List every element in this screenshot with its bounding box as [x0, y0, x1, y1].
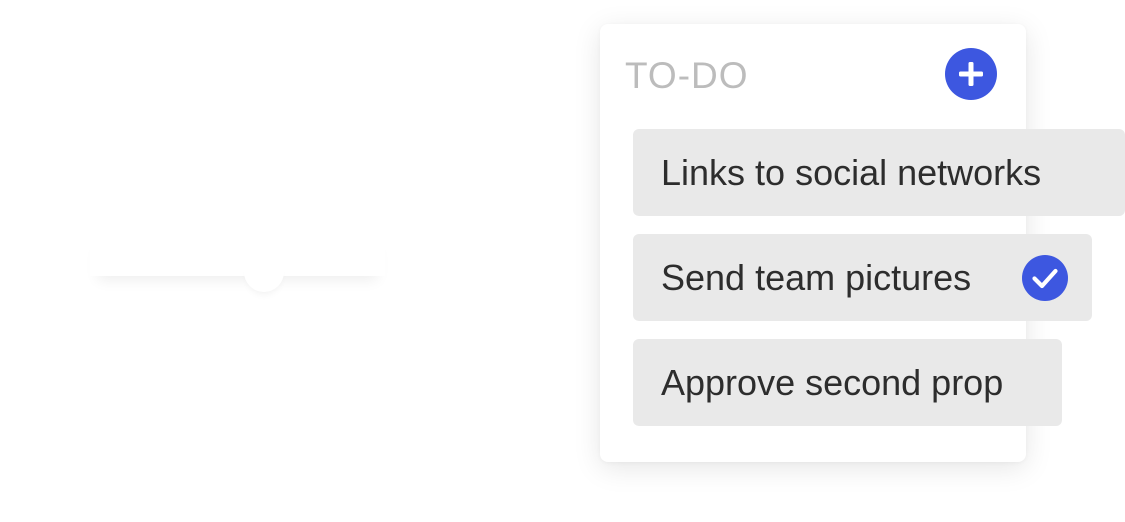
todo-title: TO-DO: [625, 55, 749, 96]
background-knob: [244, 252, 284, 292]
task-label: Send team pictures: [661, 256, 972, 298]
plus-icon: [959, 62, 983, 86]
task-item[interactable]: Approve second prop: [633, 339, 1062, 426]
add-task-button[interactable]: [945, 48, 997, 100]
background-card: [90, 230, 385, 276]
task-item[interactable]: Send team pictures: [633, 234, 1092, 321]
task-label: Approve second prop: [661, 361, 1004, 403]
task-label: Links to social networks: [661, 151, 1042, 193]
check-circle-icon[interactable]: [1022, 255, 1068, 301]
task-item[interactable]: Links to social networks: [633, 129, 1125, 216]
